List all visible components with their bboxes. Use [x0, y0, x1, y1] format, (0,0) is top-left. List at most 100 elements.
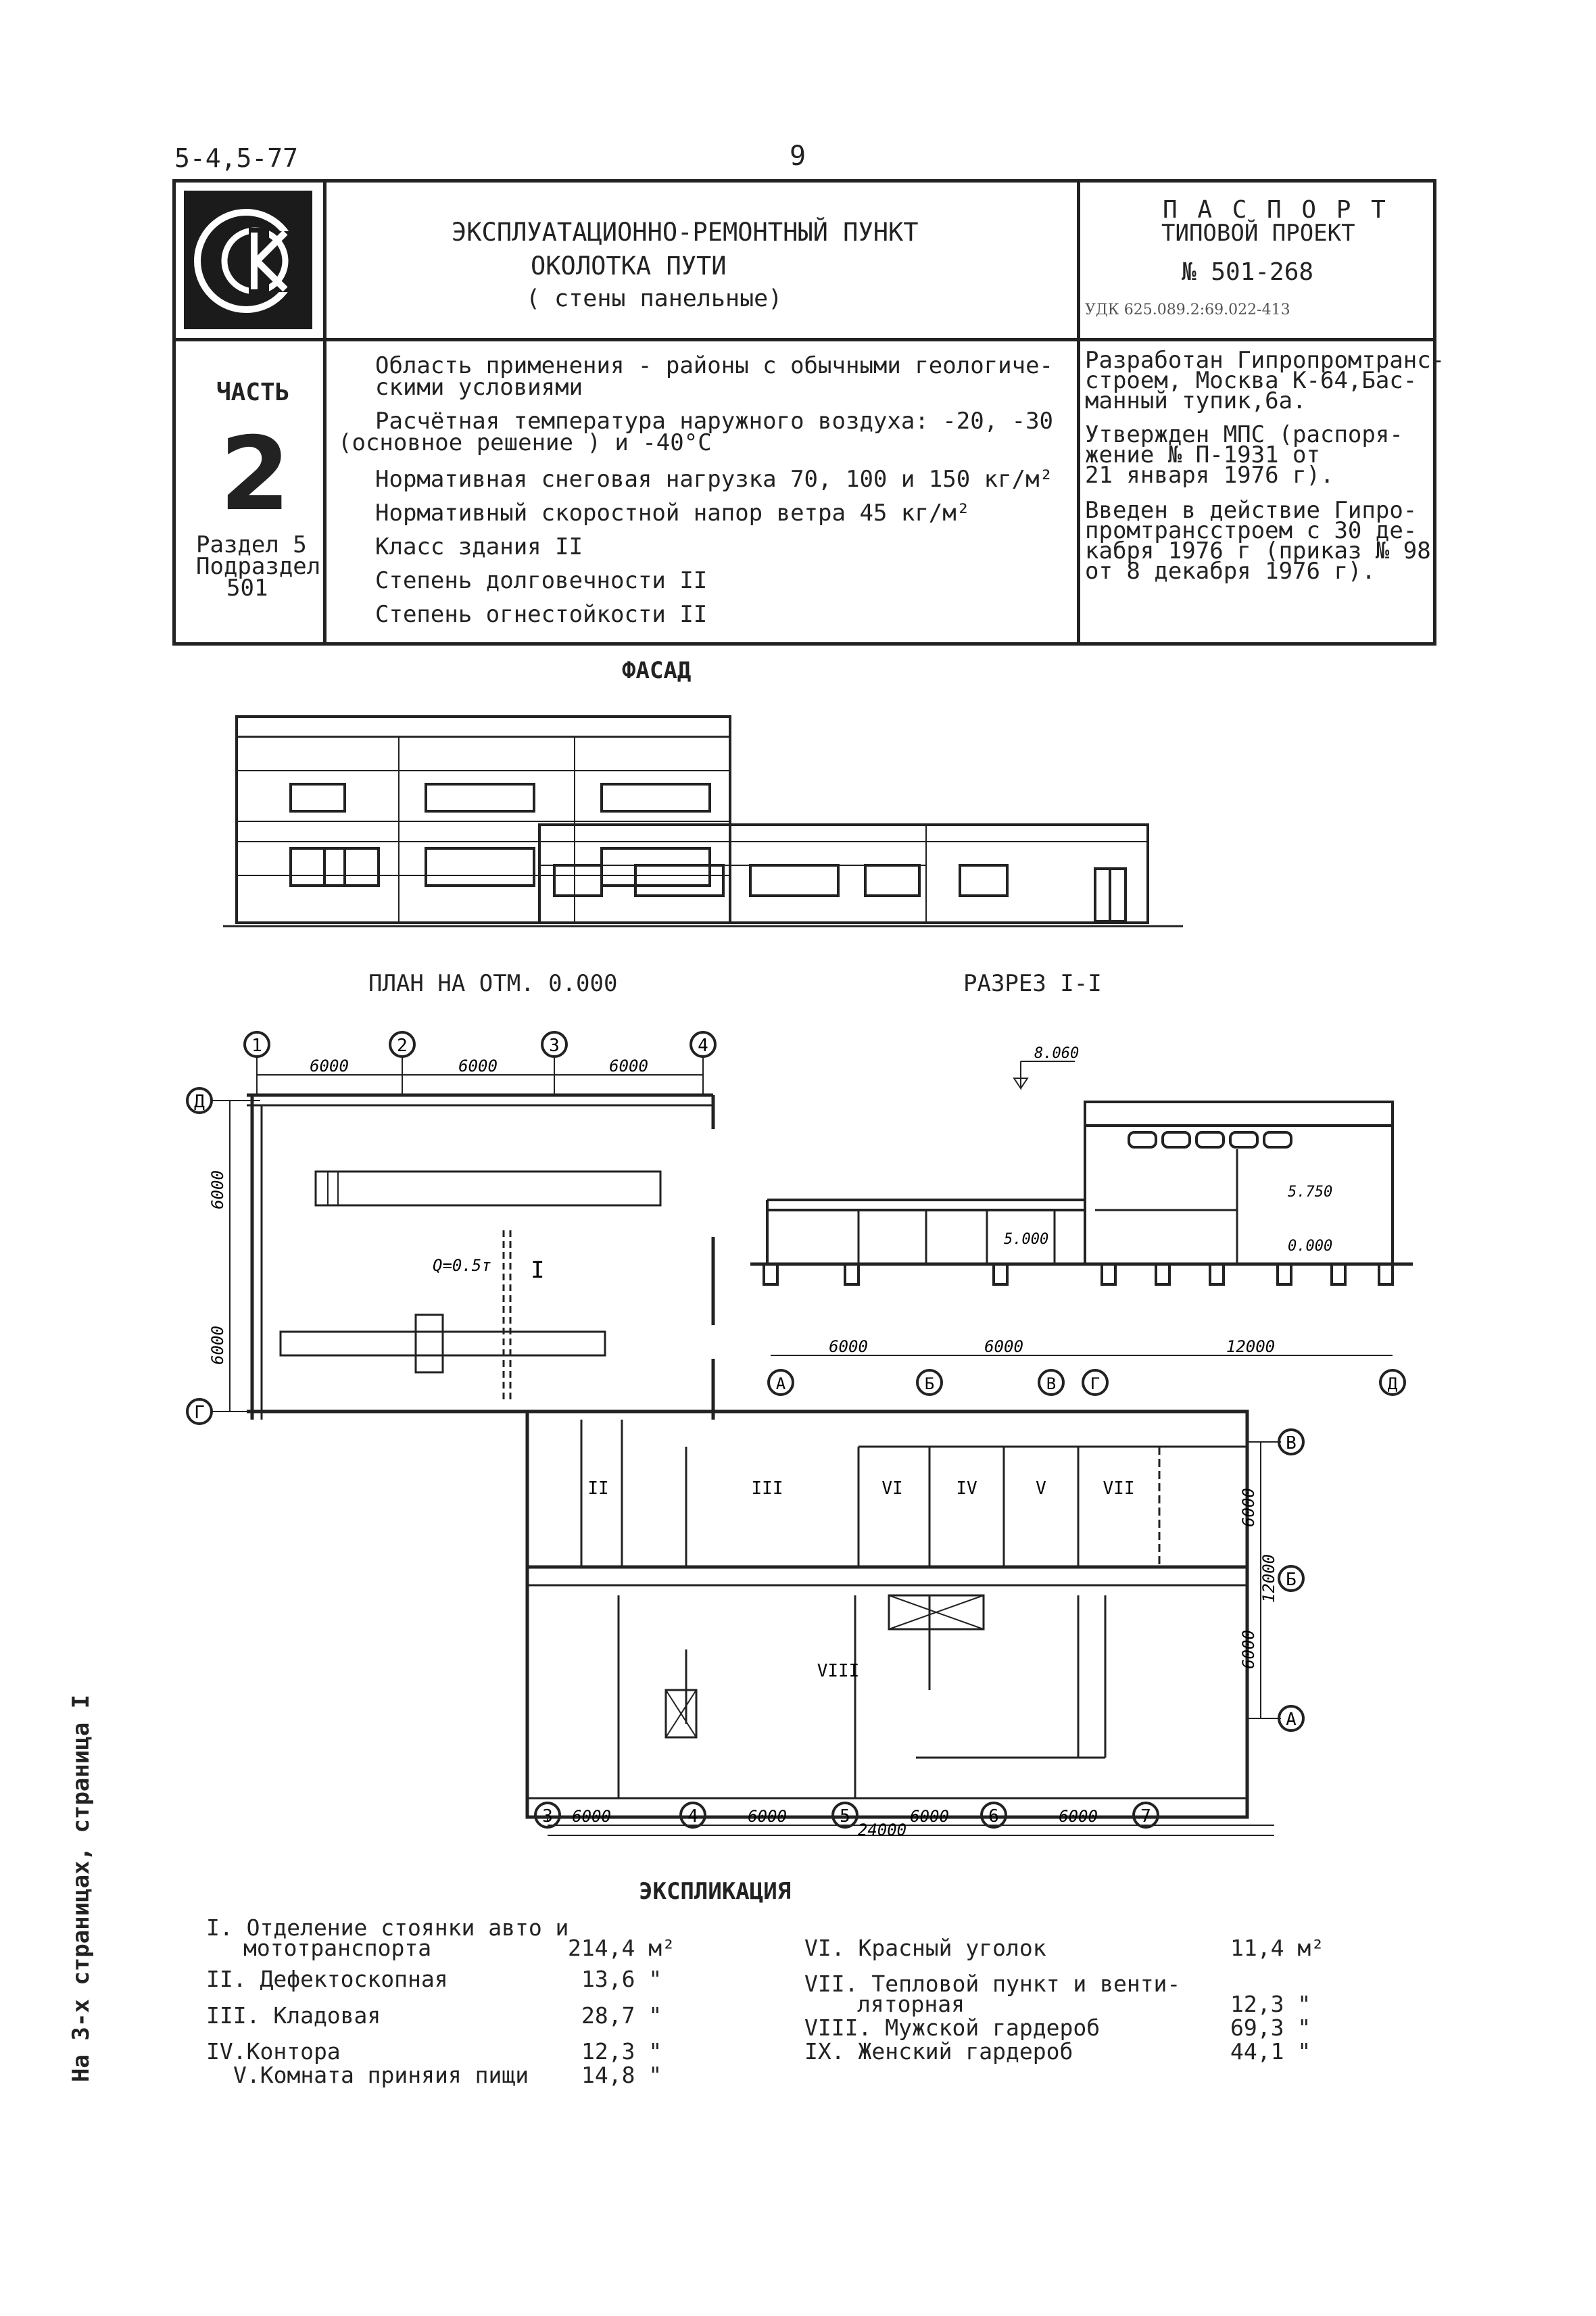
explication-area: 11,4 м²: [1230, 1935, 1325, 1961]
developer-line: кабря 1976 г (приказ № 98: [1085, 537, 1431, 564]
plan-bottom-axes: 3 4 5 6 7: [534, 1802, 1159, 1829]
project-title-line1: ЭКСПЛУАТАЦИОННО-РЕМОНТНЫЙ ПУНКТ: [452, 218, 919, 247]
project-number: № 501-268: [1182, 258, 1314, 286]
developer-line: промтрансстроем с 30 де-: [1085, 517, 1418, 544]
passport-label: П А С П О Р Т: [1163, 196, 1388, 224]
dim-vertical-label: 6000: [1239, 1488, 1258, 1527]
developer-line: Разработан Гипропромтранс-: [1085, 347, 1445, 374]
explication-area: 69,3 ": [1230, 2015, 1311, 2041]
param-line: Расчётная температура наружного воздуха:…: [375, 408, 1054, 435]
room-label: IV: [956, 1478, 977, 1499]
explication-area: 28,7 ": [581, 2002, 662, 2029]
floor-plan-drawing: 1 2 3 4 Д Г В Б А 6000 6000 6000 6000 60…: [186, 1031, 1305, 1839]
project-type-label: ТИПОВОЙ ПРОЕКТ: [1161, 220, 1355, 247]
explication-area: 12,3 ": [581, 2038, 662, 2065]
room-label: V: [1036, 1478, 1046, 1499]
part-label: ЧАСТЬ: [216, 379, 290, 406]
explication-item: VIII. Мужской гардероб: [804, 2015, 1101, 2041]
dim-label: 6000: [609, 1057, 648, 1076]
facade-drawing: [223, 715, 1183, 927]
axis-label-bottom: 3: [542, 1806, 553, 1827]
axis-label-section: В: [1046, 1374, 1056, 1393]
dim-label: 6000: [829, 1337, 868, 1356]
param-line: Нормативный скоростной напор ветра 45 кг…: [375, 500, 971, 527]
dim-label: 6000: [910, 1807, 949, 1826]
dim-total-label: 24000: [858, 1820, 906, 1839]
param-line: Класс здания II: [375, 533, 583, 560]
explication-item: III. Кладовая: [206, 2002, 381, 2029]
room-label: II: [587, 1478, 608, 1499]
elevation-label: 5.750: [1288, 1184, 1332, 1201]
facade-title: ФАСАД: [622, 657, 692, 684]
axis-label-top: 2: [397, 1036, 408, 1056]
explication-item: IX. Женский гардероб: [804, 2038, 1073, 2065]
explication-area: 14,8 ": [581, 2062, 662, 2088]
elevation-label: 0.000: [1288, 1238, 1332, 1255]
room-label: III: [752, 1478, 783, 1499]
param-line: Нормативная снеговая нагрузка 70, 100 и …: [375, 466, 1054, 493]
explication-item: IV.Контора: [206, 2038, 341, 2065]
param-line: Степень долговечности II: [375, 567, 708, 594]
axis-label-right: А: [1286, 1710, 1297, 1730]
developer-line: строем, Москва К-64,Бас-: [1085, 367, 1418, 394]
series-code: 5-4,5-77: [174, 143, 299, 173]
axis-label-bottom: 5: [840, 1806, 850, 1827]
project-title-line3: ( стены панельные): [526, 285, 783, 312]
subsection-number: 501: [226, 575, 268, 602]
header-divider-right: [1077, 179, 1080, 646]
axis-label-bottom: 7: [1140, 1806, 1151, 1827]
explication-area: 214,4 м²: [568, 1935, 675, 1961]
axis-label-left: Д: [194, 1092, 205, 1112]
dim-vertical-label: 6000: [208, 1326, 227, 1365]
elevation-label: 5.000: [1004, 1231, 1048, 1248]
axis-label-section: Б: [925, 1374, 934, 1393]
header-divider-left: [323, 179, 327, 646]
passport-header-frame: [172, 179, 1436, 646]
developer-line: Введен в действие Гипро-: [1085, 497, 1418, 524]
developer-line: от 8 декабря 1976 г).: [1085, 558, 1376, 585]
param-line: скими условиями: [375, 374, 583, 401]
developer-line: Утвержден МПС (распоря-: [1085, 421, 1403, 448]
axis-label-section: Д: [1388, 1374, 1398, 1393]
axis-label-bottom: 6: [988, 1806, 999, 1827]
explication-item: VI. Красный уголок: [804, 1935, 1046, 1961]
room-label: VI: [881, 1478, 902, 1499]
explication-area: 13,6 ": [581, 1966, 662, 1992]
dim-label: 6000: [310, 1057, 349, 1076]
section-cut-label: I: [531, 1257, 544, 1284]
part-number: 2: [220, 416, 291, 533]
room-label: VIII: [817, 1661, 860, 1681]
explication-item-cont: ляторная: [857, 1991, 965, 2017]
param-line: Область применения - районы с обычными г…: [375, 352, 1054, 379]
dim-vertical-label: 6000: [208, 1170, 227, 1209]
developer-line: 21 января 1976 г).: [1085, 462, 1334, 489]
ck-logo-icon: [184, 191, 312, 329]
dim-label: 6000: [748, 1807, 787, 1826]
dim-label: 6000: [984, 1337, 1023, 1356]
explication-item: V.Комната приняия пищи: [233, 2062, 529, 2088]
developer-line: жение № П-1931 от: [1085, 441, 1320, 468]
dim-label: 12000: [1226, 1337, 1275, 1356]
header-divider-mid: [172, 338, 1436, 341]
udk-code: УДК 625.089.2:69.022-413: [1085, 301, 1290, 318]
elevation-label: 8.060: [1034, 1045, 1079, 1062]
axis-label-section: Г: [1090, 1374, 1100, 1393]
explication-item: VII. Тепловой пункт и венти-: [804, 1971, 1181, 1997]
dim-label: 6000: [1059, 1807, 1098, 1826]
developer-line: манный тупик,6а.: [1085, 387, 1307, 414]
side-page-note: На 3-х страницах, страница I: [68, 1694, 95, 2082]
room-label: VII: [1103, 1478, 1135, 1499]
section-label: Раздел 5: [196, 531, 307, 558]
plan-title: ПЛАН НА ОТМ. 0.000: [368, 970, 618, 997]
axis-label-section: А: [776, 1374, 786, 1393]
explication-item: I. Отделение стоянки авто и: [206, 1914, 569, 1941]
subsection-label: Подраздел: [196, 553, 321, 580]
dim-label: 6000: [572, 1807, 611, 1826]
param-line: Степень огнестойкости II: [375, 601, 708, 628]
explication-title: ЭКСПЛИКАЦИЯ: [639, 1878, 792, 1905]
axis-label-left: Г: [194, 1403, 205, 1423]
axis-label-top: 3: [549, 1036, 560, 1056]
section-title: РАЗРЕЗ I-I: [963, 970, 1102, 997]
explication-item-cont: мототранспорта: [243, 1935, 432, 1961]
page-number: 9: [790, 141, 806, 172]
